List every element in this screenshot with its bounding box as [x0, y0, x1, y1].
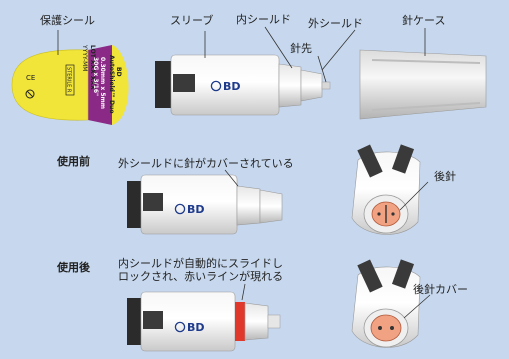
seal-gauge-text: 30G x 3/16": [92, 57, 99, 96]
seal-lot-text: LOT XXX XXX: [89, 45, 96, 90]
before-use-needle: BD: [127, 174, 283, 235]
rear-needle-cover: [370, 314, 402, 342]
heading-after-use: 使用後: [57, 261, 90, 274]
after-inner-shield-tip: [267, 314, 281, 329]
rear-hub-top-left: [357, 144, 383, 178]
leader-inner-shield: [264, 26, 293, 69]
ce-mark-icon: CE: [26, 74, 35, 82]
no-reuse-icon: [25, 89, 35, 99]
before-sleeve-window: [143, 193, 163, 211]
seal-brand-text: BD: [115, 67, 122, 77]
seal-yellow-tab: [11, 49, 89, 121]
before-hub-cap: [127, 181, 143, 228]
label-outer-shield: 外シールド: [308, 17, 363, 30]
label-protective-seal: 保護シール: [40, 14, 95, 27]
leader-rear-needle: [399, 181, 429, 211]
rear-cover-hub-left: [357, 259, 383, 293]
before-bd-logo-text: BD: [187, 203, 205, 216]
heading-before-use: 使用前: [57, 155, 90, 168]
after-use-needle: BD: [127, 291, 281, 352]
label-rear-needle-cover: 後針カバー: [413, 283, 468, 296]
rear-hub-top-right: [391, 144, 415, 174]
leader-after-desc: [241, 283, 246, 301]
top-needle-assembly: BD: [155, 54, 331, 116]
label-sleeve: スリーブ: [170, 14, 214, 27]
leader-needle-tip: [317, 55, 327, 83]
leader-outer-shield: [321, 29, 356, 71]
outer-shield: [300, 69, 323, 102]
label-needle-tip: 針先: [290, 42, 312, 55]
seal-sterile-text: STERILE R: [66, 67, 72, 93]
after-hub-cap: [127, 298, 143, 345]
leader-before-desc: [224, 169, 239, 187]
after-bd-logo-icon: [174, 321, 186, 333]
rear-needle-cover-view: [351, 259, 421, 348]
needle-tip: [321, 81, 331, 90]
protective-seal: LOT XXX XXX YYYY-MM 0.30mm x 5mm 30G x 3…: [11, 44, 129, 125]
sleeve-window: [173, 74, 195, 92]
before-inner-shield: [236, 185, 261, 226]
rear-needle-view: [351, 144, 421, 235]
label-rear-needle: 後針: [434, 170, 456, 183]
before-outer-shield: [259, 189, 283, 224]
seal-yellow-right: [112, 45, 129, 125]
seal-product-text: AutoShield™ Duo: [108, 55, 115, 113]
label-inner-shield: 内シールド: [236, 13, 291, 26]
label-after-desc: 内シールドが自動的にスライドし ロックされ、赤いラインが現れる: [118, 257, 284, 283]
seal-size-text: 0.30mm x 5mm: [99, 57, 106, 109]
after-bd-logo-text: BD: [187, 321, 205, 334]
rear-cover-dot-right: [390, 326, 394, 330]
seal-exp-text: YYYY-MM: [81, 44, 88, 71]
before-bd-logo-icon: [174, 203, 186, 215]
rear-cover-dot-left: [378, 326, 382, 330]
red-line-indicator: [235, 302, 245, 341]
no-reuse-icon-slash: [26, 90, 34, 98]
hub-rear-cap: [155, 61, 173, 108]
bd-logo-text: BD: [223, 80, 241, 93]
rear-cover-hub-right: [391, 259, 415, 289]
label-needle-case: 針ケース: [402, 14, 446, 27]
leader-rear-needle-cover: [403, 294, 431, 319]
rear-needle-dot-left: [377, 212, 381, 216]
bd-logo-icon: [210, 80, 222, 92]
label-before-desc: 外シールドに針がカバーされている: [118, 157, 294, 170]
seal-purple-band: [88, 45, 112, 125]
seal-sterile-box: [65, 64, 75, 96]
after-inner-shield: [244, 302, 269, 341]
needle-case-ribs: [371, 59, 481, 111]
inner-shield: [278, 63, 302, 108]
rear-needle-dot-right: [391, 212, 395, 216]
after-sleeve-window: [143, 311, 163, 329]
needle-case: [359, 49, 487, 120]
